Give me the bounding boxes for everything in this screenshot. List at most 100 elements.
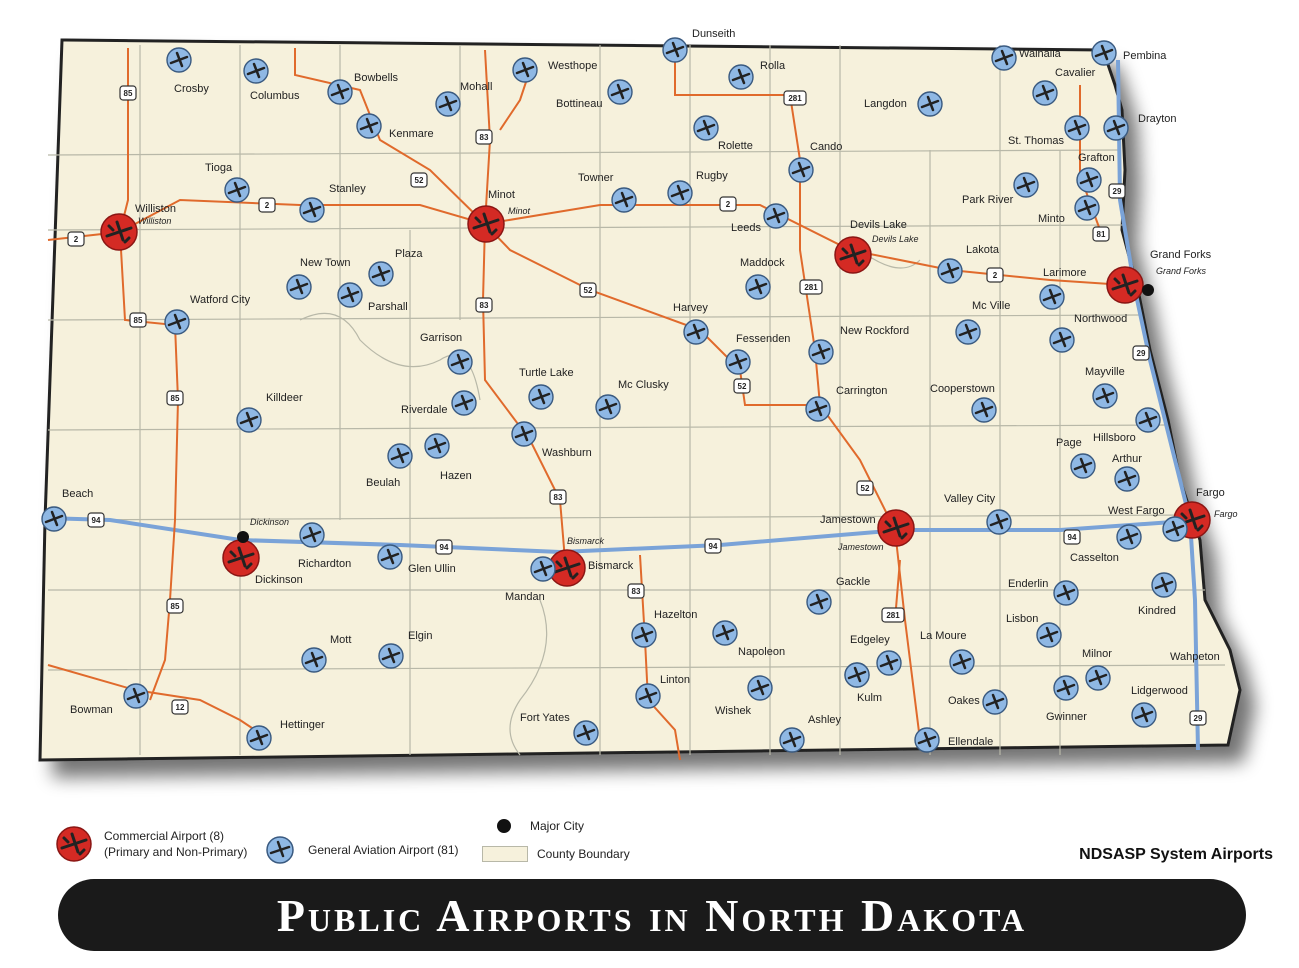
general-airport-napoleon[interactable]: Napoleon <box>712 620 785 658</box>
general-airport-garrison[interactable]: Garrison <box>420 332 473 375</box>
general-airport-mc-ville[interactable]: Mc Ville <box>955 300 1010 345</box>
county-boundaries <box>47 45 1226 756</box>
plane-icon <box>381 647 401 664</box>
shield-box <box>171 699 189 715</box>
airport-label: St. Thomas <box>1008 135 1065 147</box>
plane-icon <box>1119 528 1139 545</box>
legend-county-label: County Boundary <box>537 847 630 861</box>
general-airport-lisbon[interactable]: Lisbon <box>949 613 1038 675</box>
general-airport-watford-city[interactable]: Watford City <box>164 294 251 335</box>
general-airport-washburn[interactable]: Washburn <box>511 421 592 459</box>
plane-icon <box>808 400 828 417</box>
general-airport-walhalla[interactable]: Walhalla <box>991 45 1062 71</box>
general-airport-pembina[interactable]: Pembina <box>1091 40 1167 66</box>
general-airport-mohall[interactable]: Mohall <box>435 81 492 117</box>
general-airport-northwood[interactable]: Northwood <box>1049 313 1127 353</box>
general-airport-ashley[interactable]: Ashley <box>779 714 842 753</box>
plane-icon <box>359 117 379 134</box>
airport-label: Dunseith <box>692 28 735 40</box>
general-airport-kindred[interactable]: Kindred <box>1138 572 1177 617</box>
general-airport-new-town[interactable]: New Town <box>286 257 351 300</box>
general-airport-st-thomas[interactable]: St. Thomas <box>1008 115 1090 147</box>
general-airport-columbus[interactable]: Columbus <box>243 58 300 102</box>
general-airport-lidgerwood[interactable]: Lidgerwood <box>1131 685 1188 728</box>
general-airport-plaza[interactable]: Plaza <box>368 248 423 287</box>
general-airport-parshall[interactable]: Parshall <box>337 282 408 313</box>
general-airport-ellendale[interactable]: Ellendale <box>914 727 993 753</box>
general-airport-bowbells[interactable]: Bowbells <box>327 72 399 105</box>
shield-number: 29 <box>1113 187 1122 196</box>
general-airport-wishek[interactable]: Wishek <box>715 675 773 717</box>
general-airport-glen-ullin[interactable]: Glen Ullin <box>377 544 456 575</box>
general-airport-mc-clusky[interactable]: Mc Clusky <box>595 379 669 420</box>
general-airport-leeds[interactable]: Leeds <box>731 203 789 234</box>
general-airport-cooperstown[interactable]: Cooperstown <box>930 383 997 423</box>
general-airport-casselton[interactable]: Casselton <box>1070 516 1188 564</box>
general-airport-hillsboro[interactable]: Hillsboro <box>1093 407 1161 444</box>
general-airport-new-rockford[interactable]: New Rockford <box>808 325 909 365</box>
general-airport-kulm[interactable]: Kulm <box>844 662 882 704</box>
general-airport-grafton[interactable]: Grafton <box>1076 152 1115 193</box>
general-airport-la-moure[interactable]: La Moure <box>876 630 966 676</box>
general-airport-towner[interactable]: Towner <box>578 172 637 213</box>
general-airport-killdeer[interactable]: Killdeer <box>236 392 303 433</box>
general-airport-elgin[interactable]: Elgin <box>378 630 432 669</box>
general-airport-page[interactable]: Page <box>1056 437 1096 479</box>
plane-icon <box>917 731 937 748</box>
general-airport-west-fargo[interactable]: West Fargo <box>1108 505 1165 550</box>
general-airport-westhope[interactable]: Westhope <box>512 57 597 83</box>
general-airport-richardton[interactable]: Richardton <box>298 522 351 570</box>
general-airport-maddock[interactable]: Maddock <box>740 257 785 300</box>
general-airport-gwinner[interactable]: Gwinner <box>1046 675 1087 723</box>
general-airport-oakes[interactable]: Oakes <box>948 689 1008 715</box>
general-airport-harvey[interactable]: Harvey <box>673 302 709 345</box>
general-airport-crosby[interactable]: Crosby <box>166 47 209 95</box>
general-airport-enderlin[interactable]: Enderlin <box>1008 578 1079 606</box>
general-airport-kenmare[interactable]: Kenmare <box>356 113 434 140</box>
general-airport-bottineau[interactable]: Bottineau <box>556 79 633 110</box>
general-airport-langdon[interactable]: Langdon <box>864 91 943 117</box>
general-airport-turtle-lake[interactable]: Turtle Lake <box>519 367 574 410</box>
general-airport-beulah[interactable]: Beulah <box>366 443 413 489</box>
general-airport-stanley[interactable]: Stanley <box>299 183 366 223</box>
general-airport-mandan[interactable]: Mandan <box>505 556 556 603</box>
general-airport-beach[interactable]: Beach <box>41 488 93 532</box>
general-airport-minto[interactable]: Minto <box>1038 195 1100 225</box>
general-airport-rugby[interactable]: Rugby <box>667 170 728 206</box>
general-airport-hazelton[interactable]: Hazelton <box>631 609 697 648</box>
general-airport-park-river[interactable]: Park River <box>962 172 1039 206</box>
general-airport-hazen[interactable]: Hazen <box>424 433 472 482</box>
general-airport-arthur[interactable]: Arthur <box>1112 453 1142 492</box>
general-airport-hettinger[interactable]: Hettinger <box>246 719 325 751</box>
general-airport-mott[interactable]: Mott <box>301 634 351 673</box>
general-airport-carrington[interactable]: Carrington <box>805 385 887 422</box>
general-airport-dunseith[interactable]: Dunseith <box>662 28 735 63</box>
general-airport-rolla[interactable]: Rolla <box>728 60 786 90</box>
city-label: Williston <box>138 216 171 226</box>
general-airport-valley-city[interactable]: Valley City <box>944 493 1012 535</box>
general-airport-fessenden[interactable]: Fessenden <box>725 333 790 375</box>
general-airport-drayton[interactable]: Drayton <box>1103 113 1177 141</box>
general-airport-milnor[interactable]: Milnor <box>1036 622 1112 660</box>
general-airport-rolette[interactable]: Rolette <box>693 115 753 152</box>
general-airport-linton[interactable]: Linton <box>635 674 690 709</box>
general-airport-lakota[interactable]: Lakota <box>937 244 1000 284</box>
general-airport-tioga[interactable]: Tioga <box>205 162 250 203</box>
general-airport-gackle[interactable]: Gackle <box>806 576 870 615</box>
general-airport-cando[interactable]: Cando <box>788 141 842 183</box>
general-airport-riverdale[interactable]: Riverdale <box>401 390 477 416</box>
shield-number: 2 <box>726 200 731 209</box>
general-airport-bowman[interactable]: Bowman <box>70 683 149 716</box>
general-airport-cavalier[interactable]: Cavalier <box>1032 67 1096 106</box>
general-airport-fort-yates[interactable]: Fort Yates <box>520 712 599 746</box>
general-airport-wahpeton[interactable]: Wahpeton <box>1085 651 1220 691</box>
general-airport-larimore[interactable]: Larimore <box>1039 267 1086 310</box>
general-airport-mayville[interactable]: Mayville <box>1085 366 1125 409</box>
